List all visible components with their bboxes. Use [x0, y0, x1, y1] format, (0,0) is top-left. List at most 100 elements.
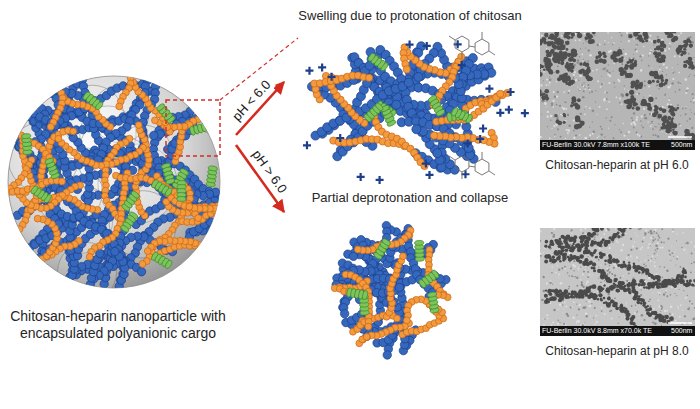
polymer-chain [333, 100, 401, 161]
positive-charge [458, 61, 466, 69]
polymer-chain [113, 172, 202, 221]
cargo-unit [204, 121, 211, 131]
bead [497, 90, 504, 97]
polymer-chain [81, 177, 225, 215]
cargo-strand [451, 107, 474, 124]
cargo-strand [21, 133, 32, 155]
polymer-chain [336, 280, 404, 359]
polymer-chain [28, 127, 77, 213]
cargo-strand [363, 102, 384, 123]
polymer-chain [307, 61, 376, 150]
cargo-unit [130, 190, 140, 199]
polymer-chain [433, 54, 478, 172]
polymer-chain [18, 132, 56, 194]
bead [433, 149, 442, 158]
compartment [148, 127, 226, 205]
polymer-chain [66, 214, 177, 279]
positive-charge [479, 124, 487, 132]
bead [195, 215, 202, 222]
bead [150, 131, 158, 139]
polymer-chain [346, 42, 426, 125]
polymer-chain [322, 72, 368, 126]
cargo-strand [121, 190, 141, 212]
bead [186, 203, 193, 210]
bead [404, 78, 413, 87]
positive-charge [505, 106, 513, 114]
cargo-unit [164, 259, 173, 269]
polymer-chain [344, 249, 387, 340]
polymer-chain [75, 76, 152, 164]
bead [340, 309, 348, 317]
bead [392, 100, 401, 109]
cargo-strand [82, 91, 104, 111]
cargo-strand [30, 185, 52, 204]
bead [111, 247, 119, 255]
bead [412, 125, 421, 134]
positive-charge [328, 73, 336, 81]
polymer-chain [86, 170, 131, 261]
positive-charge [425, 171, 433, 179]
polymer-chain [13, 152, 111, 219]
cargo-unit [44, 157, 54, 165]
polymer-chain [430, 53, 465, 108]
bead [365, 74, 372, 81]
bead [47, 123, 54, 130]
polymer-chain [139, 182, 193, 268]
polymer-chain [25, 76, 89, 176]
cargo-strand [44, 157, 60, 180]
polymer-chain [163, 198, 221, 225]
polymer-chain [350, 238, 400, 286]
polymer-chain [86, 151, 136, 289]
polymer-chain [433, 90, 504, 125]
polymer-chain [149, 107, 198, 203]
bead [414, 72, 423, 81]
bead [70, 128, 77, 135]
polymer-chain [46, 179, 129, 291]
polymer-chain [430, 129, 498, 147]
polymer-chain [393, 259, 420, 355]
bead [403, 66, 410, 73]
polymer-chain [338, 259, 395, 312]
positive-charge [496, 109, 504, 117]
polymer-chain [36, 159, 100, 262]
polymer-chain [416, 68, 496, 130]
positive-charge [303, 141, 311, 149]
polymer-chain [55, 135, 146, 169]
polymer-chain [48, 87, 129, 192]
positive-charge [406, 41, 414, 49]
polymer-chain [65, 203, 198, 281]
cargo-unit [30, 185, 39, 195]
polymer-chain [399, 301, 447, 338]
compartment [91, 85, 149, 143]
polymer-chain [340, 221, 401, 317]
polymer-chain [462, 89, 511, 112]
cargo-strand [150, 251, 173, 269]
positive-charge [423, 42, 431, 50]
polymer-chain [366, 47, 500, 106]
polymer-chain [154, 173, 219, 212]
polymer-chain [12, 104, 86, 228]
bead [139, 261, 146, 268]
cargo-unit [451, 107, 459, 117]
polymer-chain [350, 53, 461, 129]
polymer-chain [360, 244, 450, 301]
compartment [77, 117, 155, 195]
polymer-chain [371, 113, 428, 169]
polymer-chain [99, 124, 214, 236]
polymer-chain [381, 63, 493, 110]
cargo-unit [374, 102, 384, 112]
compartment [46, 186, 113, 253]
bead [55, 135, 62, 142]
polymer-chain [414, 42, 475, 159]
polymer-chain [60, 82, 159, 152]
chemical-structure [449, 32, 495, 59]
collapsed-network [331, 221, 451, 359]
positive-charge [422, 160, 430, 168]
polymer-chain [4, 157, 65, 197]
positive-charge [318, 63, 326, 71]
cargo-unit [164, 187, 173, 197]
bead [116, 103, 123, 110]
positive-charge [507, 88, 515, 96]
polymer-chain [132, 122, 152, 219]
